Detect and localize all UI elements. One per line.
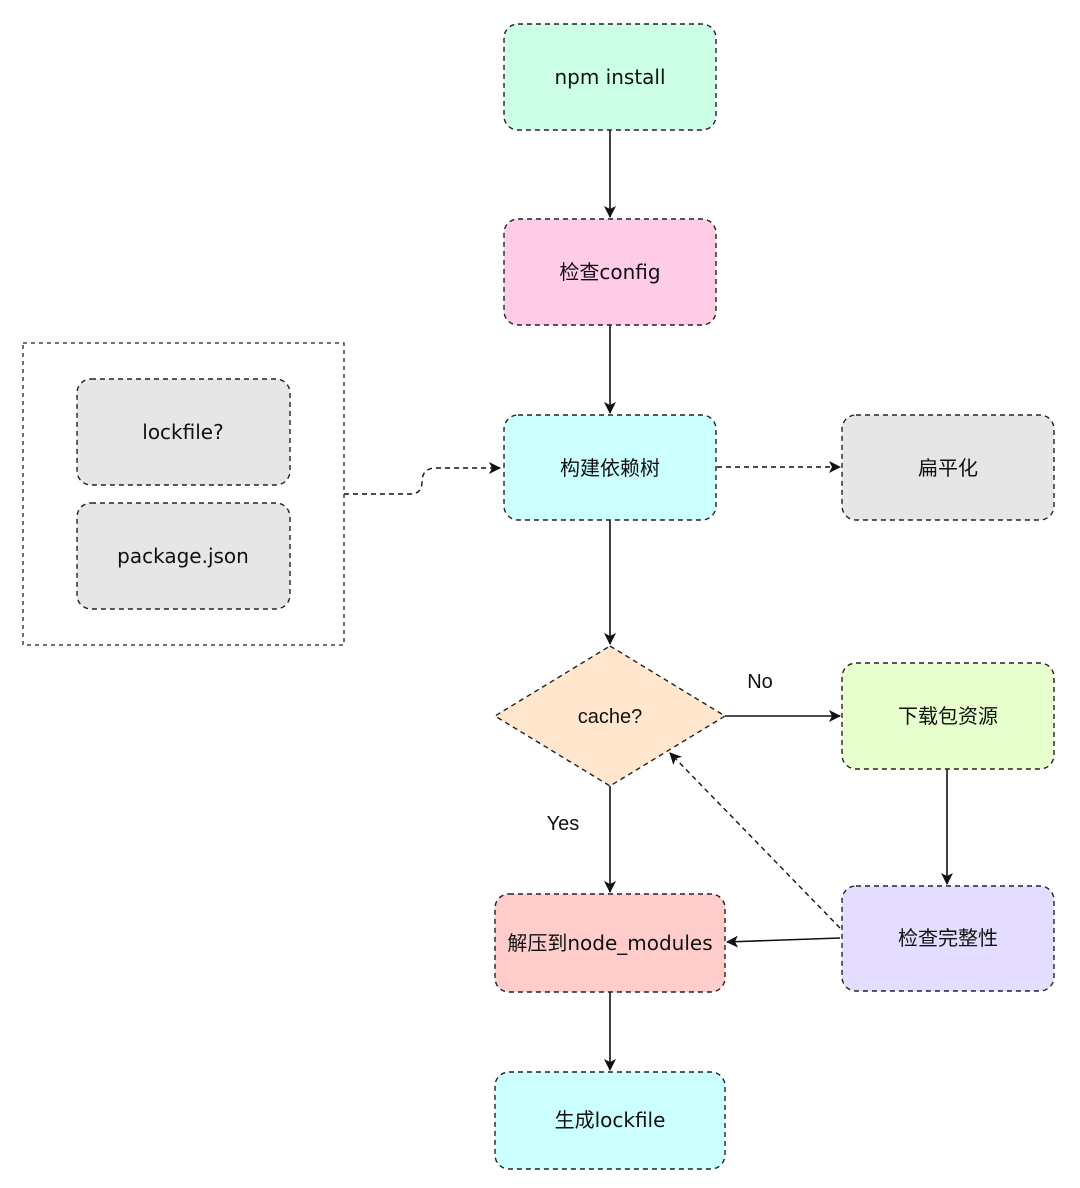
svg-text:检查完整性: 检查完整性 <box>898 926 998 950</box>
node-check-config: 检查config <box>503 218 717 326</box>
svg-text:package.json: package.json <box>117 544 249 568</box>
node-lockfile-question: lockfile? <box>76 378 291 486</box>
edge-check-integrity-to-cache <box>669 752 841 929</box>
node-package-json: package.json <box>76 502 291 610</box>
edge-label-yes: Yes <box>547 813 580 835</box>
edge-group-to-build-tree <box>344 462 501 495</box>
svg-text:解压到node_modules: 解压到node_modules <box>507 931 712 955</box>
node-build-dependency-tree: 构建依赖树 <box>503 414 717 521</box>
svg-text:npm install: npm install <box>554 65 665 89</box>
edge-check-integrity-to-extract <box>726 935 841 948</box>
svg-text:检查config: 检查config <box>559 260 660 284</box>
edge-label-no: No <box>747 671 773 693</box>
node-cache-decision: cache? <box>493 645 727 787</box>
node-npm-install: npm install <box>503 23 717 131</box>
node-check-integrity: 检查完整性 <box>841 885 1055 992</box>
svg-text:下载包资源: 下载包资源 <box>898 704 998 728</box>
svg-text:lockfile?: lockfile? <box>142 420 223 444</box>
node-flatten: 扁平化 <box>841 414 1055 521</box>
input-group-container <box>22 342 345 646</box>
node-generate-lockfile: 生成lockfile <box>494 1071 726 1170</box>
node-download-package: 下载包资源 <box>841 662 1055 770</box>
node-extract-to-node-modules: 解压到node_modules <box>494 893 726 993</box>
svg-text:生成lockfile: 生成lockfile <box>555 1108 666 1132</box>
svg-text:构建依赖树: 构建依赖树 <box>560 456 660 480</box>
svg-text:扁平化: 扁平化 <box>918 456 978 480</box>
svg-text:cache?: cache? <box>578 706 643 728</box>
